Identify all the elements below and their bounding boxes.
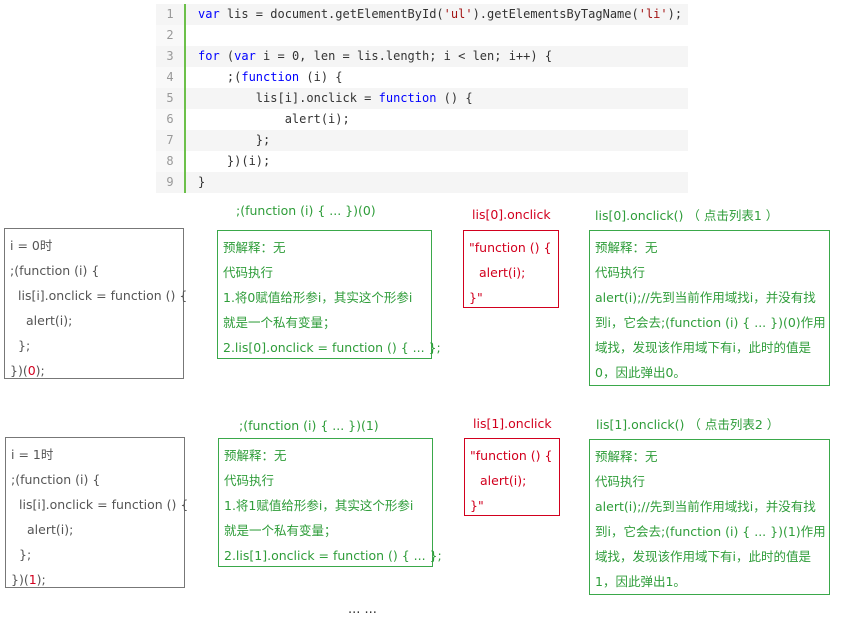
onclick-line: alert(i); bbox=[479, 265, 526, 280]
line-number: 1 bbox=[156, 4, 186, 25]
onclick-box-0: "function () { alert(i); }" bbox=[463, 230, 559, 308]
code-text: })(i); bbox=[198, 154, 271, 168]
exec-line: 1.将1赋值给形参i，其实这个形参i bbox=[224, 498, 414, 513]
exec-line: 预解释：无 bbox=[224, 448, 287, 463]
continuation-ellipsis: ... ... bbox=[348, 602, 377, 617]
line-number: 9 bbox=[156, 172, 186, 193]
scope-line: lis[i].onclick = function () { bbox=[18, 288, 188, 303]
exec-line: 就是一个私有变量； bbox=[223, 315, 336, 330]
exec-caption-0: ;(function (i) { ... })(0) bbox=[236, 203, 376, 218]
exec-caption-1: ;(function (i) { ... })(1) bbox=[239, 418, 379, 433]
scope-line: alert(i); bbox=[27, 522, 74, 537]
code-line: 6 alert(i); bbox=[156, 109, 688, 130]
onclick-caption-1: lis[1].onclick bbox=[473, 416, 552, 431]
exec-line: 代码执行 bbox=[224, 473, 275, 488]
scope-line: ;(function (i) { bbox=[11, 472, 101, 487]
code-text bbox=[186, 25, 688, 46]
exec-line: 就是一个私有变量； bbox=[224, 523, 337, 538]
line-number: 8 bbox=[156, 151, 186, 172]
scope-line: i = 0时 bbox=[10, 238, 53, 253]
click-line: 预解释：无 bbox=[595, 449, 658, 464]
exec-line: 预解释：无 bbox=[223, 240, 286, 255]
click-line: 1，因此弹出1。 bbox=[595, 574, 686, 589]
exec-box-1: 预解释：无 代码执行 1.将1赋值给形参i，其实这个形参i 就是一个私有变量； … bbox=[218, 438, 442, 567]
click-box-0: 预解释：无 代码执行 alert(i);//先到当前作用域找i，并没有找 到i，… bbox=[589, 230, 830, 386]
line-number: 6 bbox=[156, 109, 186, 130]
scope-line: i = 1时 bbox=[11, 447, 54, 462]
scope-line: alert(i); bbox=[26, 313, 73, 328]
exec-box-0: 预解释：无 代码执行 1.将0赋值给形参i，其实这个形参i 就是一个私有变量； … bbox=[217, 230, 441, 359]
click-line: alert(i);//先到当前作用域找i，并没有找 bbox=[595, 499, 816, 514]
click-line: alert(i);//先到当前作用域找i，并没有找 bbox=[595, 290, 816, 305]
code-text: alert(i); bbox=[198, 112, 350, 126]
click-line: 域找，发现该作用域下有i，此时的值是 bbox=[595, 549, 811, 564]
line-number: 2 bbox=[156, 25, 186, 46]
click-caption-1: lis[1].onclick() （ 点击列表2 ） bbox=[596, 417, 780, 432]
click-line: 到i，它会去;(function (i) { ... })(1)作用 bbox=[595, 524, 826, 539]
exec-line: 2.lis[1].onclick = function () { ... }; bbox=[224, 548, 442, 563]
code-text: var lis = document.getElementById('ul').… bbox=[186, 4, 688, 25]
exec-line: 1.将0赋值给形参i，其实这个形参i bbox=[223, 290, 413, 305]
code-text: for (var i = 0, len = lis.length; i < le… bbox=[186, 46, 688, 67]
click-caption-0: lis[0].onclick() （ 点击列表1 ） bbox=[595, 208, 779, 223]
code-text: } bbox=[186, 172, 688, 193]
exec-line: 2.lis[0].onclick = function () { ... }; bbox=[223, 340, 441, 355]
exec-line: 代码执行 bbox=[223, 265, 274, 280]
scope-line: ;(function (i) { bbox=[10, 263, 100, 278]
code-text: lis[i].onclick = function () { bbox=[186, 88, 688, 109]
click-line: 代码执行 bbox=[595, 265, 646, 280]
line-number: 4 bbox=[156, 67, 186, 88]
code-line: 7 }; bbox=[156, 130, 688, 151]
onclick-line: }" bbox=[470, 498, 484, 513]
scope-line-last: })(1); bbox=[11, 572, 46, 587]
onclick-line: "function () { bbox=[469, 240, 552, 255]
code-text: ;(function (i) { bbox=[198, 70, 343, 84]
click-line: 预解释：无 bbox=[595, 240, 658, 255]
onclick-caption-0: lis[0].onclick bbox=[472, 207, 551, 222]
line-number: 7 bbox=[156, 130, 186, 151]
scope-line: lis[i].onclick = function () { bbox=[19, 497, 189, 512]
code-line: 8 })(i); bbox=[156, 151, 688, 172]
line-number: 5 bbox=[156, 88, 186, 109]
onclick-line: }" bbox=[469, 290, 483, 305]
click-box-1: 预解释：无 代码执行 alert(i);//先到当前作用域找i，并没有找 到i，… bbox=[589, 439, 830, 595]
scope-line-last: })(0); bbox=[10, 363, 45, 378]
click-line: 0，因此弹出0。 bbox=[595, 365, 686, 380]
code-line: 4 ;(function (i) { bbox=[156, 67, 688, 88]
click-line: 到i，它会去;(function (i) { ... })(0)作用 bbox=[595, 315, 826, 330]
scope-line: }; bbox=[19, 547, 32, 562]
click-line: 代码执行 bbox=[595, 474, 646, 489]
onclick-line: alert(i); bbox=[480, 473, 527, 488]
code-line: 5 lis[i].onclick = function () { bbox=[156, 88, 688, 109]
scope-line: }; bbox=[18, 338, 31, 353]
code-text: }; bbox=[186, 130, 688, 151]
click-line: 域找，发现该作用域下有i，此时的值是 bbox=[595, 340, 811, 355]
line-number: 3 bbox=[156, 46, 186, 67]
scope-box-0: i = 0时 ;(function (i) { lis[i].onclick =… bbox=[4, 228, 188, 379]
scope-box-1: i = 1时 ;(function (i) { lis[i].onclick =… bbox=[5, 437, 189, 588]
onclick-line: "function () { bbox=[470, 448, 553, 463]
code-line: 9} bbox=[156, 172, 688, 193]
onclick-box-1: "function () { alert(i); }" bbox=[464, 438, 560, 516]
code-line: 2 bbox=[156, 25, 688, 46]
